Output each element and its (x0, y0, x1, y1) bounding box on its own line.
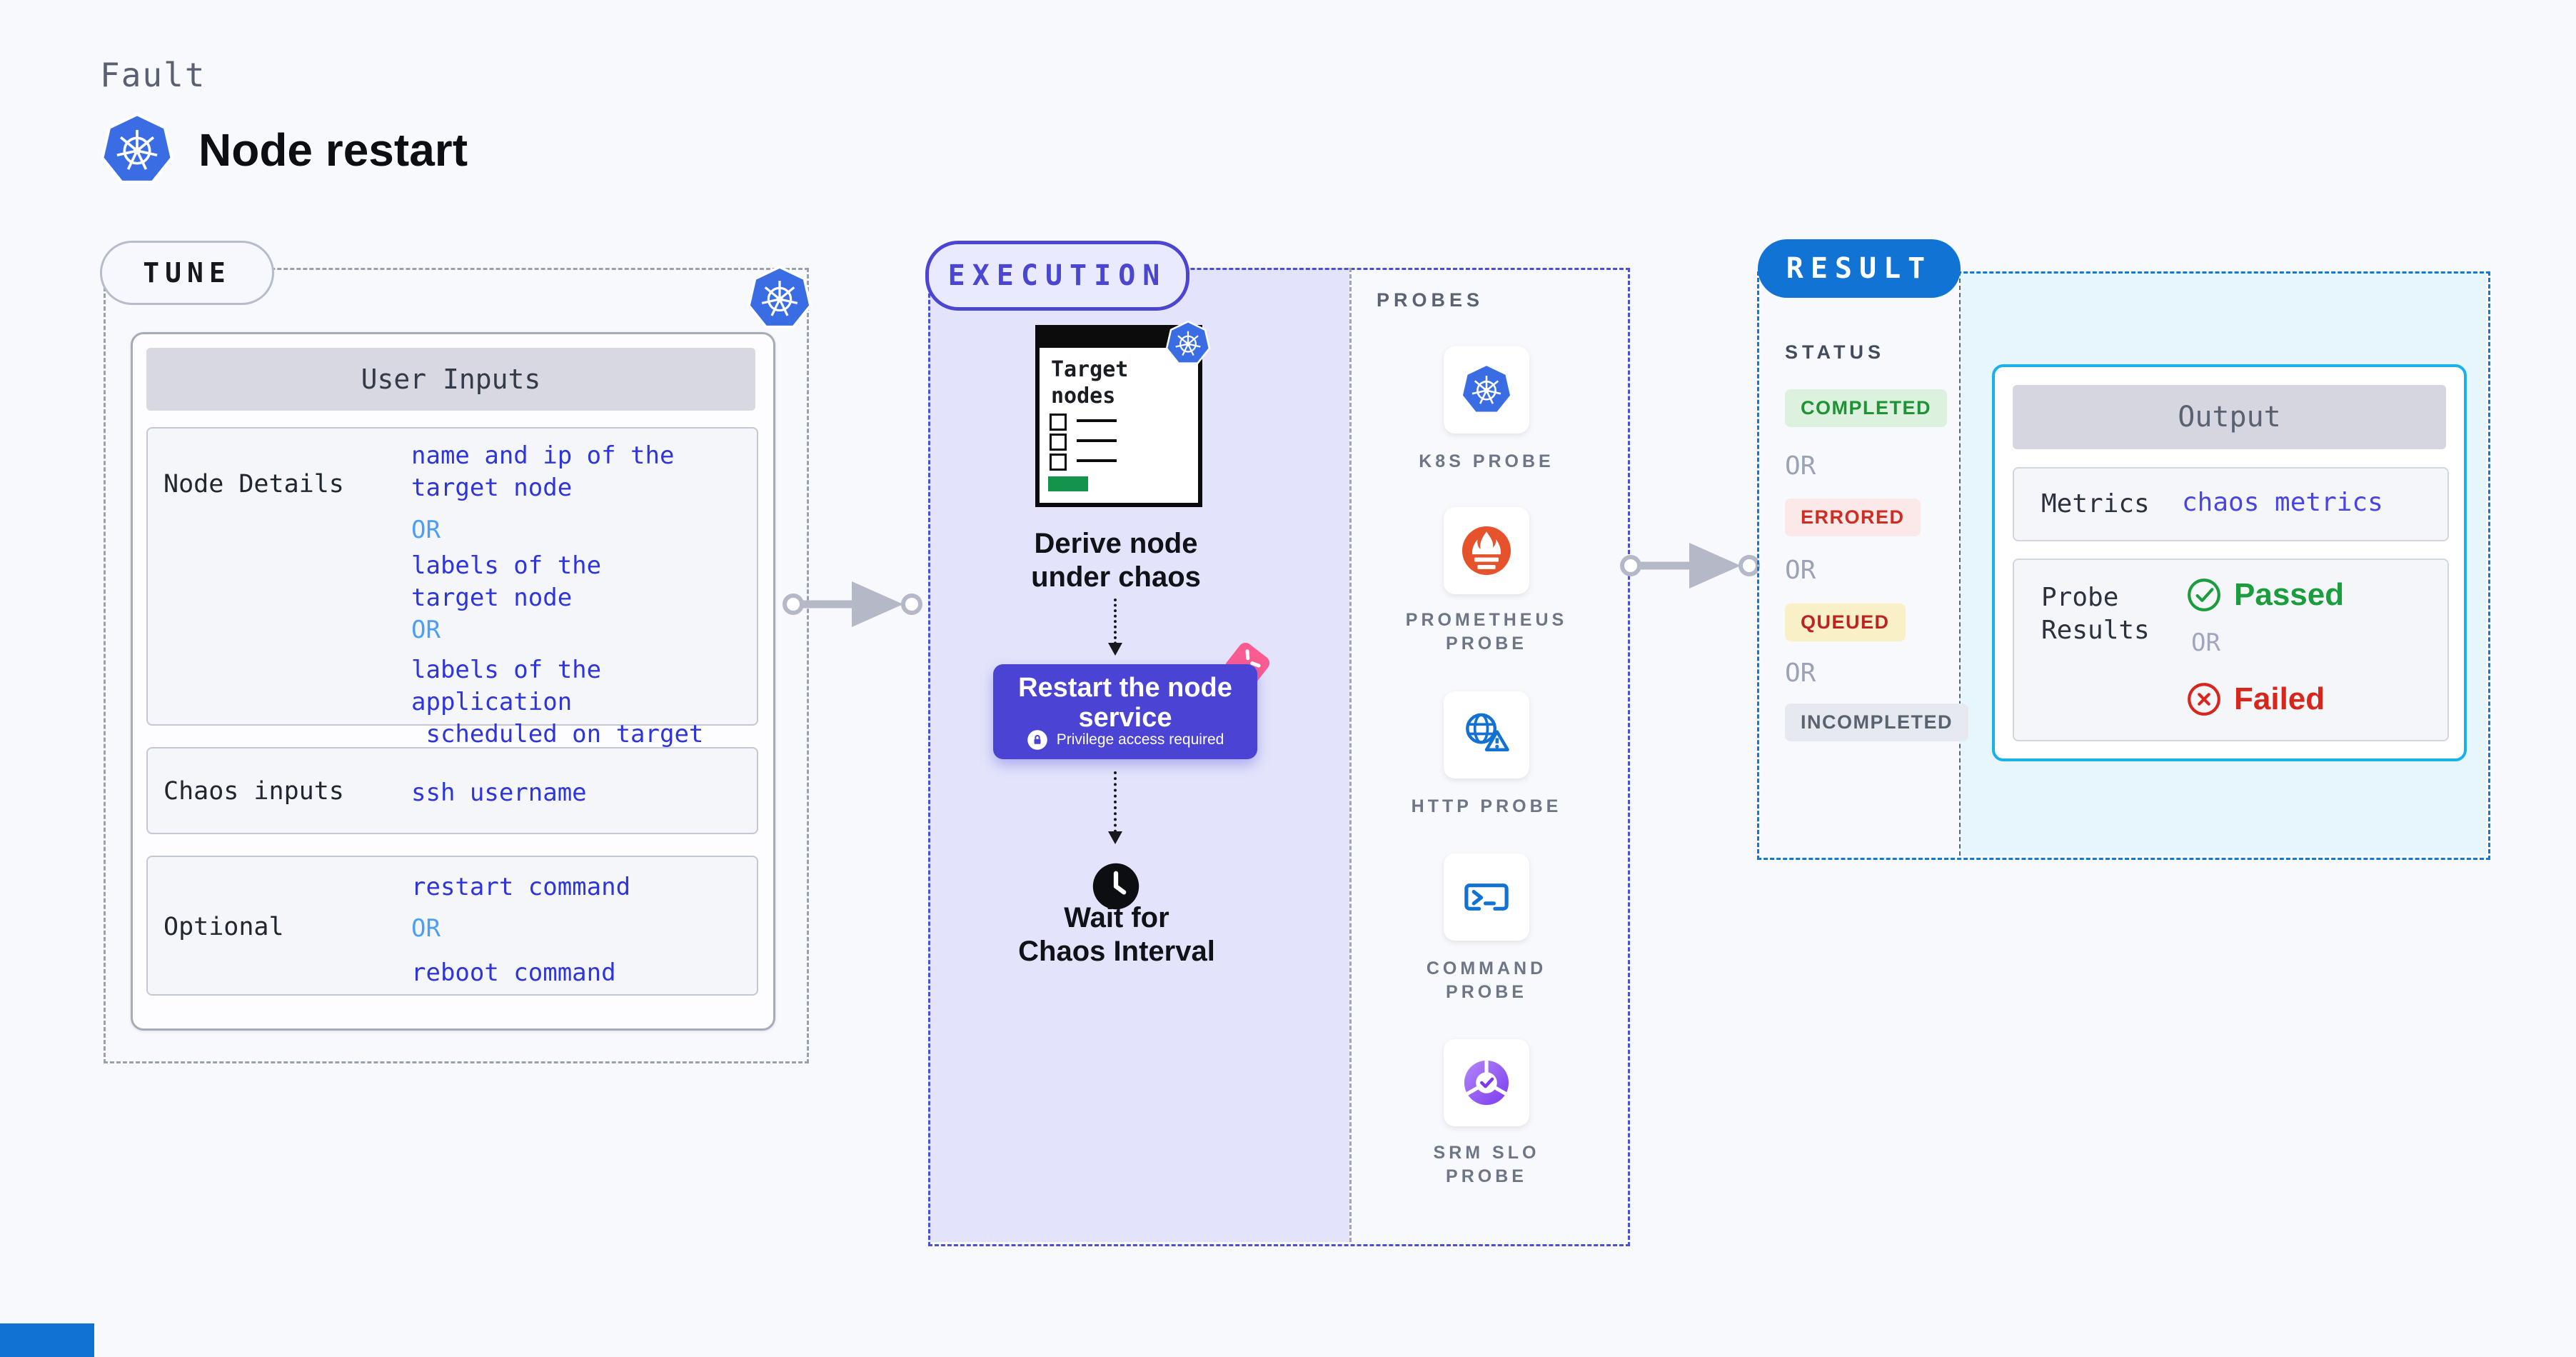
command-probe-card (1444, 853, 1529, 941)
restart-node-service-step: Restart the node service Privilege acces… (993, 664, 1257, 759)
or-separator: OR (1785, 556, 1816, 585)
metrics-value: chaos metrics (2182, 488, 2383, 517)
or-separator: OR (411, 516, 441, 544)
status-divider (1959, 271, 1961, 856)
probes-heading: PROBES (1377, 289, 1484, 311)
probes-divider (1349, 268, 1352, 1242)
or-separator: OR (2191, 629, 2220, 657)
corner-brand-bar (0, 1323, 94, 1357)
row-label: Chaos inputs (163, 777, 344, 806)
optional-row: Optional restart command OR reboot comma… (146, 856, 758, 996)
srm-slo-probe-card (1444, 1039, 1529, 1126)
x-circle-icon (2188, 683, 2220, 716)
wait-chaos-interval-label: Wait for Chaos Interval (1018, 902, 1215, 967)
output-header: Output (2013, 385, 2446, 449)
row-label: Optional (163, 913, 284, 941)
user-inputs-header: User Inputs (146, 348, 755, 411)
down-arrow-icon (1108, 771, 1122, 844)
tune-pill: TUNE (100, 241, 274, 305)
restart-step-label: Restart the node service (1018, 673, 1232, 733)
or-separator: OR (411, 914, 441, 943)
chaos-inputs-row: Chaos inputs ssh username (146, 747, 758, 834)
slo-pie-icon (1463, 1058, 1510, 1106)
row-label: Node Details (163, 470, 344, 499)
page-title: Node restart (198, 124, 468, 176)
lock-icon (1027, 730, 1047, 750)
row-value: ssh username (411, 778, 587, 807)
flow-arrow-icon (783, 581, 922, 627)
status-heading: STATUS (1785, 341, 1885, 363)
prometheus-probe-card (1444, 507, 1529, 594)
output-card: Output Metrics chaos metrics Probe Resul… (1992, 364, 2467, 761)
status-badge-incompleted: INCOMPLETED (1785, 703, 1969, 741)
status-badge-errored: ERRORED (1785, 499, 1921, 536)
status-badge-queued: QUEUED (1785, 604, 1906, 641)
or-separator: OR (1785, 659, 1816, 688)
probe-label: K8S PROBE (1419, 451, 1554, 471)
privilege-note: Privilege access required (1056, 731, 1224, 748)
or-separator: OR (1785, 451, 1816, 481)
probe-results-label: Probe Results (2041, 583, 2150, 645)
checkbox-icon (1050, 434, 1067, 451)
row-value: name and ip of the target node (411, 441, 675, 502)
passed-label: Passed (2234, 577, 2345, 612)
flow-arrow-icon (1620, 543, 1760, 589)
derive-node-label: Derive node under chaos (1031, 528, 1201, 593)
probe-label: COMMAND PROBE (1426, 958, 1547, 1002)
doc-title: Target nodes (1051, 357, 1129, 409)
execution-pill: EXECUTION (925, 241, 1189, 311)
prometheus-icon (1461, 526, 1511, 576)
result-section (1757, 271, 2490, 860)
down-arrow-icon (1108, 599, 1122, 656)
check-circle-icon (2188, 579, 2220, 611)
probe-label: HTTP PROBE (1411, 796, 1562, 816)
kubernetes-icon (100, 113, 174, 187)
terminal-icon (1464, 883, 1509, 911)
node-details-row: Node Details name and ip of the target n… (146, 427, 758, 781)
row-value: labels of the target node (411, 551, 602, 612)
kubernetes-icon (1460, 364, 1513, 416)
checkbox-icon (1050, 414, 1067, 431)
row-value: restart command (411, 873, 631, 901)
or-separator: OR (411, 616, 441, 644)
result-pill: RESULT (1758, 239, 1961, 298)
execution-section (928, 268, 1630, 1246)
checkbox-icon (1050, 454, 1067, 471)
probe-label: SRM SLO PROBE (1433, 1143, 1540, 1186)
globe-alert-icon (1466, 713, 1509, 751)
tune-section (104, 268, 809, 1063)
probe-results-row: Probe Results Passed OR Failed (2013, 559, 2449, 741)
fault-eyebrow: Fault (100, 56, 206, 94)
metrics-row: Metrics chaos metrics (2013, 467, 2449, 541)
kubernetes-icon (1165, 321, 1211, 366)
kubernetes-icon (747, 266, 812, 331)
status-badge-completed: COMPLETED (1785, 389, 1948, 427)
http-probe-card (1444, 691, 1529, 778)
doc-green-bar (1048, 476, 1088, 491)
probe-label: PROMETHEUS PROBE (1405, 610, 1568, 654)
row-value: reboot command (411, 958, 616, 987)
metrics-label: Metrics (2041, 489, 2150, 519)
failed-label: Failed (2234, 681, 2325, 716)
k8s-probe-card (1444, 346, 1529, 434)
clock-icon (1092, 863, 1139, 910)
